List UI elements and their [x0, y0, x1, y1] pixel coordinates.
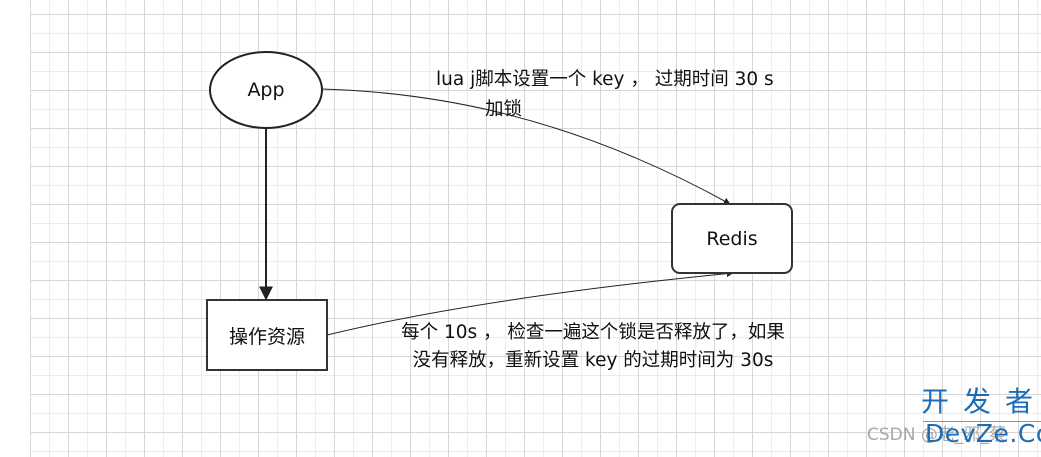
edge-label-line: 加锁 [485, 99, 523, 120]
edge-app-to-redis[interactable] [321, 88, 731, 205]
edge-label-resource-redis: 每个 10s ， 检查一遍这个锁是否释放了，如果 没有释放，重新设置 key 的… [378, 319, 808, 375]
edge-resource-to-redis[interactable] [326, 270, 734, 336]
watermark-cn-text: 开发者 [921, 385, 1041, 418]
node-redis-shape[interactable] [671, 203, 793, 274]
watermark: 开发者 CSDN @老_邪_蔡 DevZe.CoM [867, 385, 1041, 451]
node-resource-label: 操作资源 [228, 325, 305, 348]
edge-label-line: 没有释放，重新设置 key 的过期时间为 30s [412, 350, 774, 371]
edge-label-line: lua j脚本设置一个 key ， 过期时间 30 s [436, 69, 774, 90]
watermark-en-text: DevZe.CoM [925, 419, 1041, 448]
node-app-shape[interactable] [209, 51, 323, 129]
watermark-divider [923, 421, 1041, 422]
node-app-label: App [247, 79, 285, 101]
edge-label-app-redis: lua j脚本设置一个 key ， 过期时间 30 s [436, 66, 774, 94]
node-redis-label: Redis [706, 227, 758, 250]
edge-label-line: 每个 10s ， 检查一遍这个锁是否释放了，如果 [401, 322, 785, 343]
node-resource-shape[interactable] [206, 299, 328, 371]
edge-label-app-redis-line2: 加锁 [485, 96, 522, 124]
watermark-csdn-text: CSDN @老_邪_蔡 [867, 425, 1006, 445]
grid-canvas [30, 0, 1041, 457]
